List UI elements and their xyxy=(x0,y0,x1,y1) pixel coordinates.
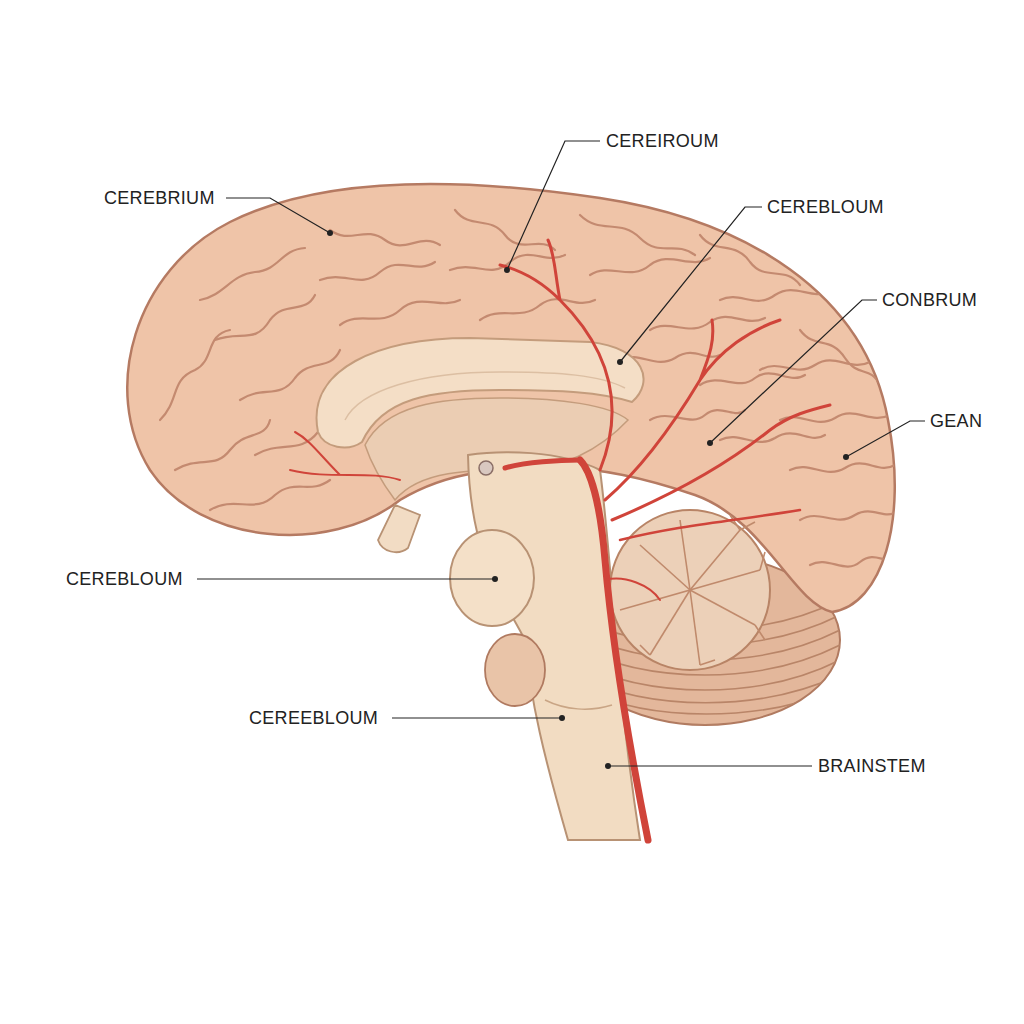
optic-stalk-shape xyxy=(378,505,420,552)
optic-stalk xyxy=(378,505,420,552)
leader-dot xyxy=(327,230,333,236)
leader-dot xyxy=(605,763,611,769)
folia-line xyxy=(600,705,820,725)
sulcus xyxy=(650,317,765,330)
leader-dot xyxy=(492,576,498,582)
lower-bulge xyxy=(485,634,545,706)
arbor-vitae xyxy=(610,510,770,670)
sulcus xyxy=(810,557,895,566)
sulcus xyxy=(760,360,870,370)
sulcus xyxy=(700,235,800,285)
sulcus xyxy=(800,330,880,385)
leader-dot xyxy=(707,440,713,446)
branch xyxy=(690,570,760,590)
leader-line xyxy=(507,141,600,270)
part-label: GEAN xyxy=(928,410,984,432)
artery-branch xyxy=(500,240,612,470)
sulcus xyxy=(210,480,330,510)
branch xyxy=(690,590,755,625)
branch xyxy=(680,520,690,590)
pineal-dot xyxy=(479,461,493,475)
sulcus xyxy=(480,299,595,320)
artery-trunk xyxy=(580,460,648,840)
artery-branch xyxy=(620,510,800,540)
part-label: CEREEBLOUM xyxy=(247,707,380,729)
sulcus xyxy=(720,290,830,301)
sulcus xyxy=(700,373,805,385)
leader-line xyxy=(608,765,812,766)
leader-dot xyxy=(617,359,623,365)
sulcus xyxy=(580,215,695,255)
sulcus xyxy=(330,230,440,245)
sulcus xyxy=(720,433,825,442)
artery-branch xyxy=(605,320,780,500)
leader-lines xyxy=(197,141,925,766)
twigs xyxy=(640,515,765,665)
sulcus xyxy=(340,300,460,325)
sulcus xyxy=(320,262,435,280)
leader-line xyxy=(197,578,495,579)
leader-dot xyxy=(843,454,849,460)
pons xyxy=(450,530,534,626)
sulcus xyxy=(175,420,270,470)
sulcus xyxy=(800,511,895,520)
branch xyxy=(640,545,690,590)
sulcus xyxy=(160,330,230,420)
brainstem-line xyxy=(545,700,612,709)
leader-line xyxy=(710,300,877,443)
artery-branch xyxy=(505,460,580,468)
leader-line xyxy=(620,207,762,362)
artery xyxy=(290,240,830,840)
leader-line xyxy=(846,421,925,457)
leader-line xyxy=(226,198,330,233)
part-label: CEREBRIUM xyxy=(102,187,217,209)
part-label: BRAINSTEM xyxy=(816,755,928,777)
sulcus xyxy=(215,295,315,340)
part-label: CONBRUM xyxy=(880,289,979,311)
arbor-branches xyxy=(620,515,765,665)
part-label: CEREIROUM xyxy=(604,130,721,152)
artery-branch xyxy=(605,579,660,600)
branch xyxy=(650,590,690,655)
leader-dots xyxy=(327,230,849,769)
branch xyxy=(690,590,700,665)
part-label: CEREBLOUM xyxy=(64,568,185,590)
sulcus xyxy=(200,248,305,300)
branch xyxy=(620,530,740,610)
arbor-disc xyxy=(610,510,770,670)
artery-branch xyxy=(290,432,400,480)
leader-dot xyxy=(559,715,565,721)
sulcus xyxy=(790,463,895,472)
part-label: CEREBLOUM xyxy=(765,196,886,218)
leader-line xyxy=(392,717,562,718)
leader-dot xyxy=(504,267,510,273)
artery-branch xyxy=(612,405,830,520)
sulcus xyxy=(650,410,745,420)
sulcus xyxy=(455,210,555,250)
